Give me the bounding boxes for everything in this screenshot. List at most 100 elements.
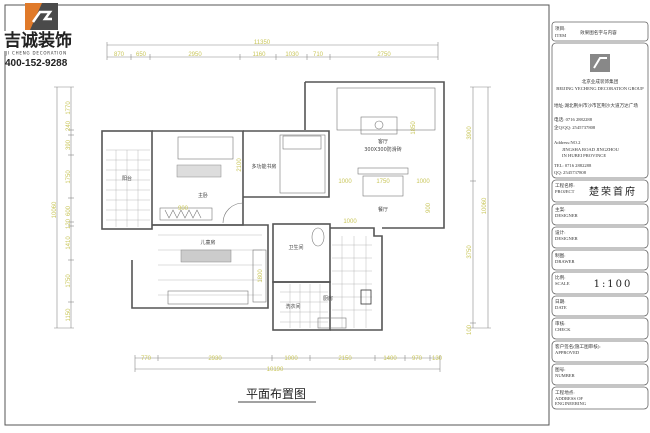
tb-row-label: 制图: xyxy=(555,252,565,259)
dim-bottom-total: 10190 xyxy=(267,367,284,373)
dim-top-seg: 710 xyxy=(313,52,324,58)
room-label-master-bedroom: 主卧 xyxy=(198,192,208,199)
dim-inner: 900 xyxy=(426,202,432,213)
tb-row-label-en: ADDRESS OF xyxy=(555,396,583,401)
tb-row-label: 比例: xyxy=(555,274,565,281)
dim-bottom-seg: 1000 xyxy=(284,356,298,362)
tb-item-label-en: ITEM xyxy=(555,33,566,38)
title-block-row xyxy=(551,203,649,226)
dim-top-seg: 650 xyxy=(136,52,147,58)
tb-row-label: 审核: xyxy=(555,320,565,327)
dim-left-seg: 390 xyxy=(66,139,72,150)
company-subtitle: BEIJING YECHENG DECORATION GROUP xyxy=(556,86,644,91)
dim-top-seg: 1160 xyxy=(253,52,267,58)
dim-left-seg: 600 xyxy=(66,205,72,216)
dimensions-bottom: 770 2930 1000 2150 1400 970 130 10190 xyxy=(134,355,443,373)
tb-item-value: 效果图名字与内容 xyxy=(580,29,617,36)
dim-top-seg: 2750 xyxy=(377,52,391,58)
dim-inner: 1000 xyxy=(416,179,430,185)
dim-bottom-seg: 2930 xyxy=(208,356,222,362)
tb-row-label-en: DRAWER xyxy=(555,259,575,264)
tb-item-label: 项目: xyxy=(555,26,565,32)
dim-bottom-seg: 770 xyxy=(141,356,152,362)
tb-row-value: 楚荣首府 xyxy=(589,185,637,198)
room-label-kids-room: 儿童房 xyxy=(200,239,215,246)
dim-right-seg: 3750 xyxy=(467,245,473,259)
tb-row-label: 工程地点: xyxy=(555,389,575,396)
company-tel-en: TEL: 0716 2882288 xyxy=(554,163,592,168)
dim-right-seg: 3900 xyxy=(467,126,473,140)
logo-brand-en: JI CHENG DECORATION xyxy=(5,51,67,56)
title-block: 项目: ITEM 效果图名字与内容 北京业成装饰集团 BEIJING YECHE… xyxy=(551,21,649,410)
dim-right-seg: 100 xyxy=(467,324,473,335)
title-block-row xyxy=(551,317,649,340)
tb-row-label: 日期: xyxy=(555,299,565,305)
dim-top-seg: 2950 xyxy=(188,52,202,58)
tb-row-label-en: APPROVED xyxy=(555,350,580,355)
company-address-en-2: IN HUBEI PROVINCE xyxy=(562,153,606,158)
dim-left-seg: 240 xyxy=(66,120,72,131)
tb-row-label-en2: ENGINEERING xyxy=(555,401,587,406)
dim-bottom-seg: 1400 xyxy=(383,356,397,362)
dim-inner: 1000 xyxy=(338,179,352,185)
room-label-dining-room: 餐厅 xyxy=(378,206,388,213)
company-address: 地址:湖北荆州市沙市区荆沙大道万达广场 xyxy=(554,102,638,109)
dim-right-total: 10060 xyxy=(482,197,488,214)
dim-left-seg: 1750 xyxy=(66,170,72,184)
title-block-row xyxy=(551,386,649,410)
balcony-tiles xyxy=(106,149,150,227)
tb-row-label: 工程名称: xyxy=(555,182,575,189)
dim-inner: 2100 xyxy=(237,158,243,172)
dim-top-total: 11350 xyxy=(254,40,271,46)
dimensions-left: 10060 1770 240 390 1750 600 120 1410 175… xyxy=(52,86,74,329)
drawing-title: 平面布置图 xyxy=(246,387,306,401)
room-label-balcony: 阳台 xyxy=(122,175,132,182)
room-label-kitchen: 厨房 xyxy=(323,295,333,302)
dim-left-seg: 1750 xyxy=(66,274,72,288)
dim-bottom-seg: 130 xyxy=(432,356,443,362)
company-logo-icon xyxy=(590,54,610,72)
tb-row-label-en: DESIGNER xyxy=(555,213,579,218)
company-address-en-1: JINGSHA ROAD JINGZHOU xyxy=(562,147,620,152)
title-block-row xyxy=(551,363,649,386)
dim-top-seg: 870 xyxy=(114,52,125,58)
tb-row-label: 客户签名(施工图审核): xyxy=(555,343,601,350)
dimensions-right: 3900 3750 100 10060 xyxy=(467,86,491,335)
tb-row-label: 图号: xyxy=(555,367,565,373)
tb-row-label: 设计: xyxy=(555,229,565,236)
logo-brand-cn: 吉诚装饰 xyxy=(4,30,72,51)
sheet-border xyxy=(4,4,550,426)
dim-inner: 900 xyxy=(178,206,189,212)
tb-row-value: 1:100 xyxy=(594,279,633,290)
title-block-row xyxy=(551,271,649,295)
title-block-row xyxy=(551,249,649,271)
company-qq-en: QQ: 2545737808 xyxy=(554,170,587,175)
room-label-study: 多功能书房 xyxy=(251,163,276,170)
dim-inner: 1850 xyxy=(411,121,417,135)
room-label-bathroom: 卫生间 xyxy=(288,244,303,251)
floor-note: 300X300防滑砖 xyxy=(364,146,402,153)
dimensions-top: 11350 870 650 2950 1160 1030 710 2750 xyxy=(106,40,439,60)
company-qq: 企Q/QQ: 2545737808 xyxy=(554,124,596,130)
dim-left-seg: 1150 xyxy=(66,308,72,322)
dim-left-seg: 1410 xyxy=(66,236,72,250)
dim-inner: 1750 xyxy=(376,179,390,185)
room-label-living-room: 客厅 xyxy=(378,138,388,145)
title-block-row xyxy=(551,295,649,317)
tb-row-label-en: DESIGNER xyxy=(555,236,579,241)
dim-left-total: 10060 xyxy=(52,201,58,218)
balcony xyxy=(101,130,153,230)
dim-left-seg: 1770 xyxy=(66,101,72,115)
company-tel: 电话: 0716 2882288 xyxy=(554,116,593,123)
title-block-row xyxy=(551,226,649,249)
dim-inner: 1000 xyxy=(343,219,357,225)
title-block-row xyxy=(551,179,649,203)
logo-phone: 400-152-9288 xyxy=(5,58,68,69)
company-logo: 吉诚装饰 JI CHENG DECORATION 400-152-9288 xyxy=(3,3,90,69)
tb-row-label-en: SCALE xyxy=(555,281,570,286)
dim-top-seg: 1030 xyxy=(285,52,299,58)
company-name: 北京业成装饰集团 xyxy=(582,78,619,85)
company-address-en-label: Address:NO.2 xyxy=(554,140,581,145)
dim-left-seg: 120 xyxy=(66,218,72,229)
